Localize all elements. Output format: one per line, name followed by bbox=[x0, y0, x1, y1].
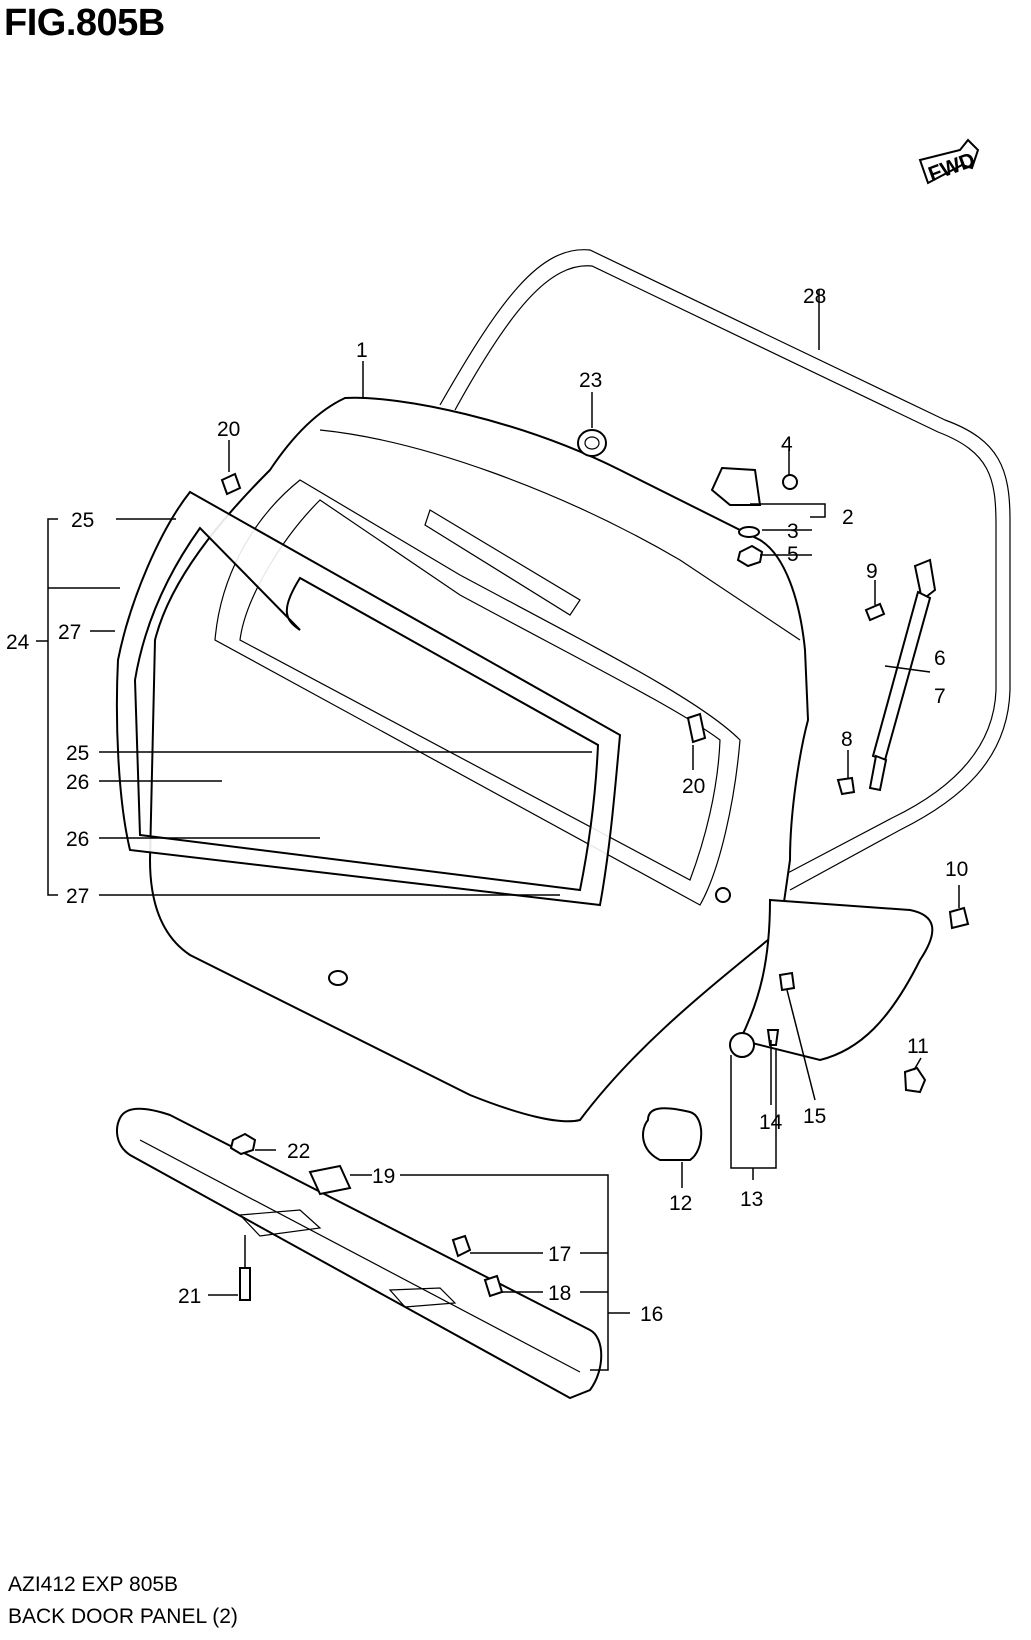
license-lamp-12 bbox=[642, 1107, 703, 1161]
callout-3: 3 bbox=[787, 520, 799, 543]
callout-15: 15 bbox=[803, 1105, 826, 1128]
callout-5: 5 bbox=[787, 543, 799, 566]
tape-19 bbox=[308, 1164, 352, 1196]
grommet-23 bbox=[577, 429, 607, 457]
callout-20-upper: 20 bbox=[217, 418, 240, 441]
callout-8: 8 bbox=[841, 728, 853, 751]
figure-title: FIG.805B bbox=[4, 2, 165, 44]
callout-26-upper: 26 bbox=[66, 771, 89, 794]
gas-strut-6-7 bbox=[871, 590, 932, 762]
fastener-10 bbox=[948, 906, 970, 930]
clip-20-upper bbox=[220, 472, 242, 496]
callout-4: 4 bbox=[781, 433, 793, 456]
garnish-recess-1 bbox=[238, 1209, 322, 1237]
callout-18: 18 bbox=[548, 1282, 571, 1305]
callout-22: 22 bbox=[287, 1140, 310, 1163]
garnish-edge bbox=[139, 1139, 581, 1373]
leader-lines bbox=[36, 290, 960, 1371]
figure-code: AZI412 EXP 805B bbox=[8, 1573, 179, 1596]
back-door-panel-1 bbox=[148, 396, 810, 1123]
callout-21: 21 bbox=[178, 1285, 201, 1308]
callout-16: 16 bbox=[640, 1303, 663, 1326]
screw-9 bbox=[864, 602, 886, 622]
lamp-housing bbox=[738, 898, 934, 1062]
strut-lower-end bbox=[868, 754, 888, 792]
callout-7: 7 bbox=[934, 685, 946, 708]
clip-20-lower bbox=[686, 712, 707, 744]
back-door-garnish-16 bbox=[116, 1107, 603, 1400]
high-mount-lamp-slot bbox=[424, 509, 581, 616]
callout-25-lower: 25 bbox=[66, 742, 89, 765]
callout-23: 23 bbox=[579, 369, 602, 392]
callout-28: 28 bbox=[803, 285, 826, 308]
bolt-4 bbox=[782, 474, 798, 490]
bolt-21 bbox=[239, 1267, 251, 1301]
callout-14: 14 bbox=[759, 1111, 783, 1134]
callout-19: 19 bbox=[372, 1165, 395, 1188]
callout-11: 11 bbox=[907, 1035, 929, 1058]
grommet-13 bbox=[729, 1032, 755, 1058]
weatherstrip-28 bbox=[439, 249, 1011, 891]
callout-1: 1 bbox=[356, 339, 368, 362]
callout-6: 6 bbox=[934, 647, 946, 670]
callout-13: 13 bbox=[740, 1188, 763, 1211]
callout-25-upper: 25 bbox=[71, 509, 94, 532]
nut-5 bbox=[736, 544, 764, 568]
callout-9: 9 bbox=[866, 560, 878, 583]
callout-17: 17 bbox=[548, 1243, 571, 1266]
hinge-2 bbox=[710, 466, 762, 506]
strut-upper-mount bbox=[913, 558, 937, 602]
grommet-23-hole bbox=[584, 436, 600, 450]
callout-24: 24 bbox=[6, 631, 30, 654]
washer-3 bbox=[738, 526, 760, 538]
callout-27-lower: 27 bbox=[66, 885, 89, 908]
fwd-arrow-icon: FWD bbox=[918, 138, 980, 186]
garnish-recess-2 bbox=[388, 1287, 457, 1308]
glass-opening bbox=[214, 479, 741, 906]
nut-11 bbox=[903, 1066, 927, 1094]
bolt-8 bbox=[836, 776, 856, 796]
callout-12: 12 bbox=[669, 1192, 692, 1215]
callout-27-upper: 27 bbox=[58, 621, 81, 644]
spoiler-edge bbox=[319, 429, 801, 641]
figure-caption: BACK DOOR PANEL (2) bbox=[8, 1605, 238, 1628]
door-latch-point bbox=[715, 887, 731, 903]
callout-10: 10 bbox=[945, 858, 968, 881]
callout-2: 2 bbox=[842, 506, 854, 529]
nut-22 bbox=[229, 1132, 257, 1156]
emblem-hole bbox=[328, 970, 348, 986]
callout-20-lower: 20 bbox=[682, 775, 705, 798]
clip-17 bbox=[451, 1234, 472, 1258]
screw-14 bbox=[766, 1029, 780, 1046]
window-garnish-24 bbox=[115, 490, 622, 907]
callout-26-lower: 26 bbox=[66, 828, 89, 851]
clip-15 bbox=[778, 971, 796, 992]
